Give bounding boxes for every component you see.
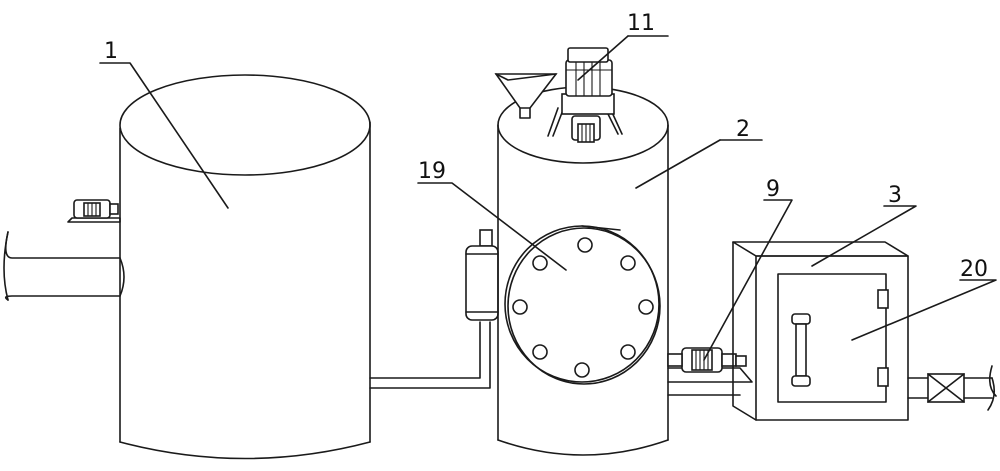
connecting-pipe [369,321,491,389]
part-labels: 1 11 2 19 9 3 20 [104,11,988,282]
leader-lines [99,35,997,361]
label-1: 1 [104,39,118,64]
side-cylinder [465,229,499,321]
pump-9 [667,347,753,396]
inlet-pipe [3,231,125,301]
label-3: 3 [888,183,902,208]
door-20 [791,289,889,387]
box-3 [732,241,909,421]
label-2: 2 [736,117,750,142]
flange-bolts [512,237,654,378]
outlet-pipe [907,365,997,411]
label-9: 9 [766,177,780,202]
tank-motor [67,199,121,223]
label-11: 11 [627,11,655,36]
motor-11 [547,47,623,143]
hopper [494,73,558,119]
label-19: 19 [418,159,446,184]
label-20: 20 [960,257,988,282]
flange-19 [504,225,661,385]
tank-1 [119,74,371,460]
